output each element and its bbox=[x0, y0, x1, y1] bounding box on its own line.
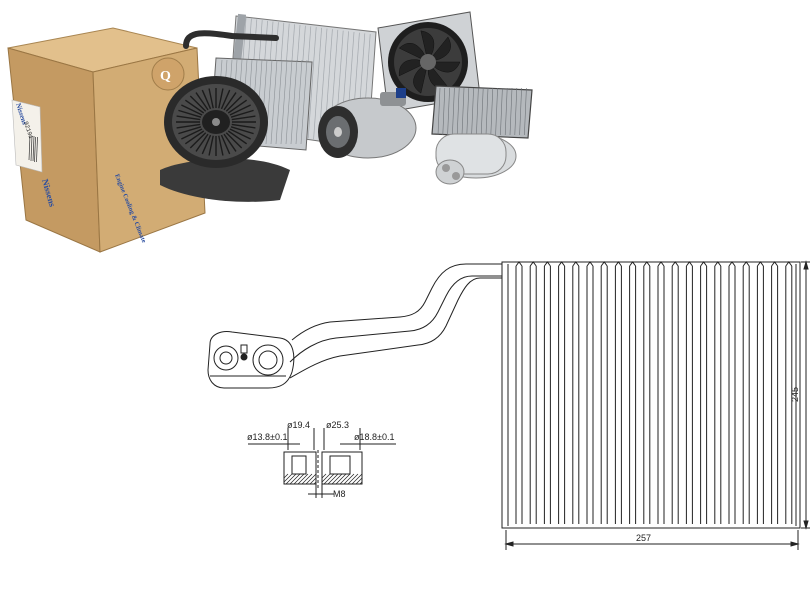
width-dimension-label: 257 bbox=[636, 533, 651, 543]
left-port-inner-label: ø13.8±0.1 bbox=[247, 432, 287, 442]
core-tube bbox=[600, 266, 608, 524]
core-tube bbox=[529, 266, 537, 524]
core-tube bbox=[728, 266, 736, 524]
svg-text:Q: Q bbox=[160, 69, 171, 84]
core-tube bbox=[558, 266, 566, 524]
core-tube bbox=[714, 266, 722, 524]
pipe-assembly bbox=[207, 263, 502, 389]
height-dimension-label: 245 bbox=[790, 387, 800, 402]
core-tube bbox=[700, 266, 708, 524]
thread-label: M8 bbox=[333, 489, 346, 499]
receiver-drier-image bbox=[435, 133, 517, 185]
product-photo-collage: Nissens 92191 Nissens Engine Cooling & C… bbox=[7, 11, 533, 253]
core-tube bbox=[614, 266, 622, 524]
core-tube bbox=[586, 266, 594, 524]
core-tube bbox=[543, 266, 551, 524]
core-tube bbox=[685, 266, 693, 524]
flange-block bbox=[207, 331, 295, 389]
core-tube bbox=[756, 266, 764, 524]
core-tubes bbox=[515, 261, 793, 524]
heater-core-image bbox=[431, 85, 533, 139]
barcode-icon bbox=[28, 134, 38, 163]
core-tube bbox=[643, 266, 651, 524]
cardboard-box: Nissens 92191 Nissens Engine Cooling & C… bbox=[7, 27, 206, 253]
core-tube bbox=[785, 266, 793, 524]
port-left bbox=[213, 345, 239, 371]
fitting-section-detail bbox=[248, 428, 396, 498]
core-tube bbox=[572, 266, 580, 524]
ac-compressor-image bbox=[318, 88, 417, 159]
ac-hose-image bbox=[183, 30, 279, 49]
evaporator-core-outline bbox=[501, 261, 801, 529]
core-tube bbox=[629, 266, 637, 524]
cooling-fan-image bbox=[377, 11, 481, 113]
core-tube bbox=[671, 266, 679, 524]
port-right bbox=[252, 344, 284, 376]
mount-bolt bbox=[240, 353, 248, 361]
blower-motor-image bbox=[160, 76, 290, 202]
left-port-outer-label: ø19.4 bbox=[287, 420, 310, 430]
core-tube bbox=[742, 266, 750, 524]
dimension-lines bbox=[504, 260, 810, 550]
right-port-inner-label: ø18.8±0.1 bbox=[354, 432, 394, 442]
technical-drawing bbox=[207, 260, 810, 550]
core-tube bbox=[515, 266, 523, 524]
right-port-outer-label: ø25.3 bbox=[326, 420, 349, 430]
core-tube bbox=[657, 266, 665, 524]
core-tube bbox=[771, 266, 779, 524]
